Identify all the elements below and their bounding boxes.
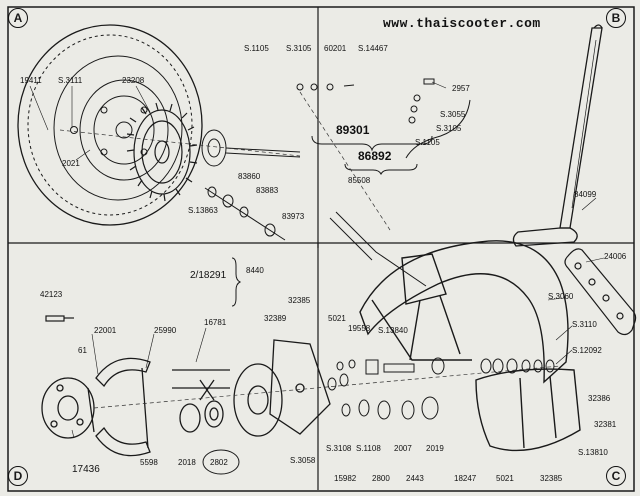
part-label: S.3055 — [440, 110, 466, 119]
part-label: 17436 — [72, 464, 100, 475]
part-label: 5598 — [140, 458, 158, 467]
part-label: S.3105 — [286, 44, 312, 53]
part-label: S.3110 — [572, 320, 597, 329]
brace-218291 — [231, 257, 242, 307]
brace-right — [405, 99, 471, 159]
part-label: 83973 — [282, 212, 305, 221]
part-label: 19411 — [20, 76, 42, 85]
section-marker-d: D — [8, 466, 28, 486]
part-label: 32386 — [588, 394, 611, 403]
part-label: 86892 — [358, 149, 392, 163]
part-label: S.3108 — [326, 444, 352, 453]
hub-flange — [201, 129, 301, 167]
part-label: 24006 — [604, 252, 627, 261]
part-label: S.13810 — [578, 448, 608, 457]
part-label: S.12092 — [572, 346, 602, 355]
part-label: 25990 — [154, 326, 177, 335]
part-label: S.14467 — [358, 44, 388, 53]
watermark-url[interactable]: www.thaiscooter.com — [383, 16, 541, 31]
part-label: 32381 — [594, 420, 617, 429]
part-label: 42123 — [40, 290, 63, 299]
part-label: S.3060 — [548, 292, 574, 301]
part-label: S.1108 — [356, 444, 381, 453]
part-label: 32385 — [288, 296, 311, 305]
part-label: 83860 — [238, 172, 261, 181]
part-label: 5021 — [328, 314, 346, 323]
part-label: 23208 — [122, 76, 145, 85]
part-label: S.3058 — [290, 456, 316, 465]
part-label: 60201 — [324, 44, 347, 53]
washers-row — [327, 357, 555, 420]
part-label: 85508 — [348, 176, 371, 185]
bolt-42123 — [45, 315, 74, 322]
part-label: S.13840 — [378, 326, 408, 335]
part-label: S.3105 — [436, 124, 462, 133]
part-label: 2802 — [210, 458, 228, 467]
part-label: 2800 — [372, 474, 390, 483]
part-label: 89301 — [336, 123, 370, 137]
ring-2802 — [202, 449, 240, 475]
part-label: 2957 — [452, 84, 470, 93]
part-label: 19558 — [348, 324, 371, 333]
part-label: 2019 — [426, 444, 444, 453]
part-label: 2/18291 — [190, 270, 227, 281]
part-label: 18247 — [454, 474, 477, 483]
part-label: 5021 — [496, 474, 514, 483]
part-label: 61 — [78, 346, 87, 355]
brace-86892 — [344, 163, 418, 176]
front-fork-mudguard — [359, 240, 569, 384]
section-marker-b: B — [606, 8, 626, 28]
part-label: 2443 — [406, 474, 424, 483]
sprocket — [126, 102, 198, 202]
part-label: S.3111 — [58, 76, 83, 85]
part-label: 2021 — [62, 159, 80, 168]
part-label: 2018 — [178, 458, 196, 467]
part-label: 32389 — [264, 314, 287, 323]
link-plate-24006 — [564, 248, 637, 336]
brace-89301 — [311, 135, 433, 152]
part-label: 83883 — [256, 186, 279, 195]
part-label: 84099 — [574, 190, 597, 199]
brake-drum-assembly — [17, 24, 203, 226]
small-hardware-top — [296, 78, 435, 124]
frame — [7, 6, 635, 492]
section-marker-c: C — [606, 466, 626, 486]
part-label: S.1105 — [415, 138, 440, 147]
part-label: S.1105 — [244, 44, 269, 53]
part-label: 32385 — [540, 474, 563, 483]
section-marker-a: A — [8, 8, 28, 28]
brake-plate — [41, 377, 95, 439]
spindle-parts — [204, 186, 286, 241]
part-label: 22001 — [94, 326, 117, 335]
hub-cover — [475, 368, 581, 452]
part-label: 16781 — [204, 318, 227, 327]
part-label: S.13863 — [188, 206, 218, 215]
hinge-arm — [329, 211, 427, 287]
axle-and-drum — [172, 339, 331, 437]
brake-shoes — [87, 357, 151, 457]
steering-column — [512, 24, 603, 247]
part-label: 2007 — [394, 444, 412, 453]
part-label: 15982 — [334, 474, 357, 483]
part-label: 8440 — [246, 266, 264, 275]
